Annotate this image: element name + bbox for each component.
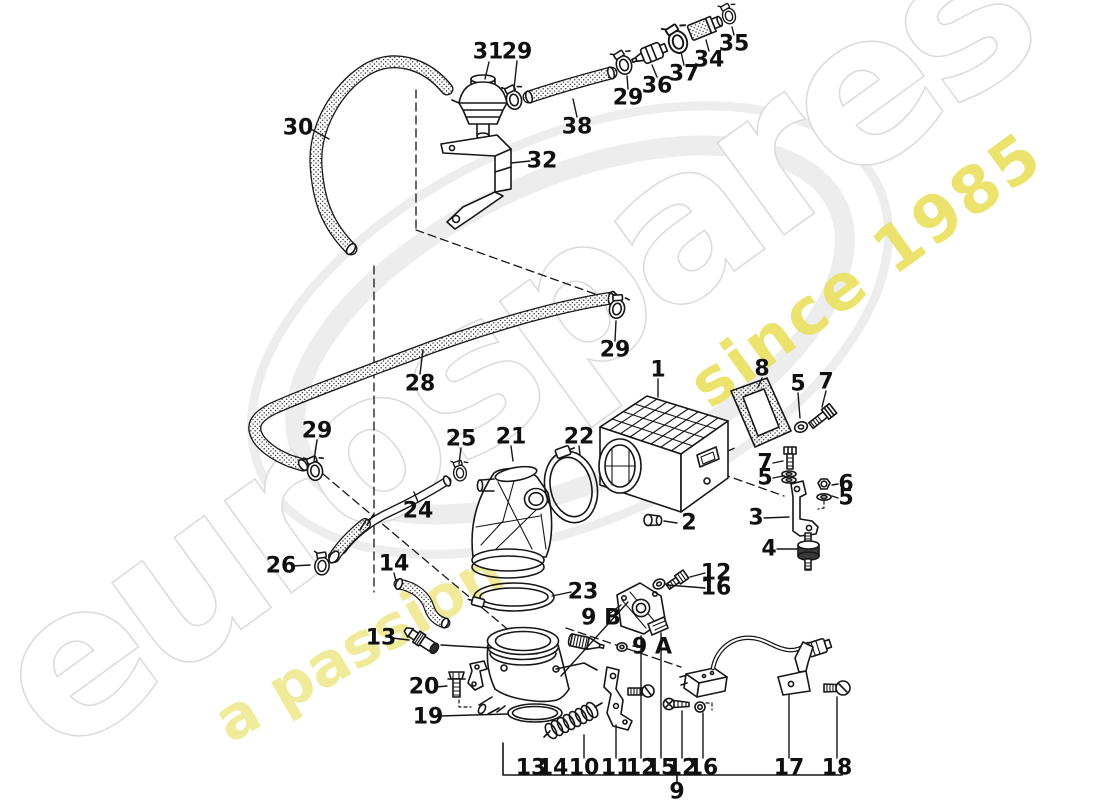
part-9-throttle-body bbox=[467, 626, 598, 715]
part-label-12: 12 bbox=[701, 561, 732, 586]
part-label-12: 12 bbox=[626, 756, 657, 781]
part-label-4: 4 bbox=[761, 537, 776, 562]
part-label-6: 6 bbox=[838, 472, 853, 497]
part-label-23: 23 bbox=[568, 580, 599, 605]
part-label-15: 15 bbox=[646, 756, 677, 781]
watermark: eurospares a passion since 1985 bbox=[0, 0, 1074, 800]
part-label-35: 35 bbox=[719, 32, 750, 57]
part-label-31: 31 bbox=[473, 40, 504, 65]
part-label-9a: 9 A bbox=[632, 635, 672, 660]
part-label-22: 22 bbox=[564, 425, 595, 450]
part-label-5: 5 bbox=[838, 486, 853, 511]
part-label-20: 20 bbox=[409, 675, 440, 700]
part-12-screw bbox=[627, 684, 655, 698]
part-15-micro-switch bbox=[679, 667, 728, 698]
part-label-29: 29 bbox=[600, 338, 631, 363]
part-label-5: 5 bbox=[757, 466, 772, 491]
part-19-o-ring bbox=[507, 703, 563, 723]
leader-lines bbox=[291, 26, 839, 759]
part-label-2: 2 bbox=[681, 511, 696, 536]
part-label-32: 32 bbox=[527, 149, 558, 174]
part-3-bracket bbox=[790, 480, 819, 537]
part-7-bolt bbox=[808, 402, 838, 430]
part-28-hose bbox=[248, 290, 619, 472]
part-label-19: 19 bbox=[413, 705, 444, 730]
part-label-38: 38 bbox=[562, 115, 593, 140]
part-36-filter bbox=[631, 41, 669, 65]
part-18-bolt bbox=[823, 680, 851, 696]
part-label-24: 24 bbox=[403, 499, 434, 524]
part-label-12: 12 bbox=[667, 756, 698, 781]
part-8-gasket bbox=[730, 377, 792, 448]
part-2-plug bbox=[643, 513, 663, 527]
part-7-bolt bbox=[783, 446, 797, 470]
part-label-7: 7 bbox=[757, 451, 772, 476]
part-22-clamp bbox=[543, 444, 599, 524]
part-32-bracket bbox=[440, 134, 512, 230]
part-9b-sensor bbox=[616, 582, 669, 636]
part-label-26: 26 bbox=[266, 554, 297, 579]
part-label-34: 34 bbox=[694, 48, 725, 73]
dashed-corners bbox=[458, 500, 825, 711]
part-5-washer bbox=[816, 492, 832, 501]
part-21-intake-elbow bbox=[471, 465, 553, 579]
part-16-washer bbox=[694, 701, 706, 713]
part-5-washer bbox=[793, 421, 809, 433]
part-12-screw bbox=[662, 697, 690, 711]
part-label-13: 13 bbox=[366, 626, 397, 651]
dashed-leaders bbox=[322, 89, 785, 668]
part-17-bracket bbox=[777, 641, 814, 696]
part-31-valve bbox=[451, 74, 515, 140]
part-label-11: 11 bbox=[601, 756, 632, 781]
part-label-14: 14 bbox=[379, 552, 410, 577]
part-label-25: 25 bbox=[446, 427, 477, 452]
part-9a-idle-screw bbox=[567, 633, 628, 652]
group-9-bracket-line bbox=[502, 742, 843, 784]
part-label-1: 1 bbox=[650, 358, 665, 383]
part-38-hose bbox=[522, 66, 618, 104]
part-1-air-flow-meter bbox=[598, 395, 729, 513]
part-label-16: 16 bbox=[701, 576, 732, 601]
part-label-21: 21 bbox=[496, 425, 527, 450]
part-label-9: 9 bbox=[669, 780, 684, 800]
part-5-washer bbox=[781, 470, 797, 484]
part-16-washer bbox=[652, 578, 666, 590]
part-label-3: 3 bbox=[748, 506, 763, 531]
part-label-8: 8 bbox=[754, 357, 769, 382]
part-23-clamp bbox=[467, 582, 555, 612]
part-label-10: 10 bbox=[569, 756, 600, 781]
part-20-bolt bbox=[447, 671, 466, 698]
part-label-17: 17 bbox=[774, 756, 805, 781]
part-11-bracket bbox=[603, 666, 633, 731]
part-34-connector bbox=[686, 15, 724, 41]
part-label-36: 36 bbox=[642, 74, 673, 99]
part-6-nut bbox=[817, 478, 831, 490]
part-30-hose bbox=[309, 55, 454, 256]
part-label-29: 29 bbox=[613, 86, 644, 111]
part-label-13: 13 bbox=[516, 756, 547, 781]
part-4-mount bbox=[797, 532, 820, 571]
part-label-7: 7 bbox=[818, 370, 833, 395]
part-label-28: 28 bbox=[405, 372, 436, 397]
part-10-spring bbox=[543, 701, 603, 740]
watermark-brand: eurospares bbox=[0, 0, 1074, 800]
part-label-9b: 9 B bbox=[581, 606, 621, 631]
part-label-29: 29 bbox=[502, 40, 533, 65]
part-label-14: 14 bbox=[538, 756, 569, 781]
part-15-cable bbox=[710, 635, 833, 671]
diagram-artwork bbox=[248, 0, 851, 784]
part-label-37: 37 bbox=[669, 62, 700, 87]
part-12-screw bbox=[665, 569, 690, 590]
part-13-switch bbox=[403, 627, 440, 655]
part-14-hose bbox=[393, 577, 451, 629]
part-label-18: 18 bbox=[822, 756, 853, 781]
part-24-pipe bbox=[328, 475, 452, 564]
part-label-29: 29 bbox=[302, 419, 333, 444]
part-label-30: 30 bbox=[283, 116, 314, 141]
part-label-5: 5 bbox=[790, 372, 805, 397]
part-label-16: 16 bbox=[688, 756, 719, 781]
